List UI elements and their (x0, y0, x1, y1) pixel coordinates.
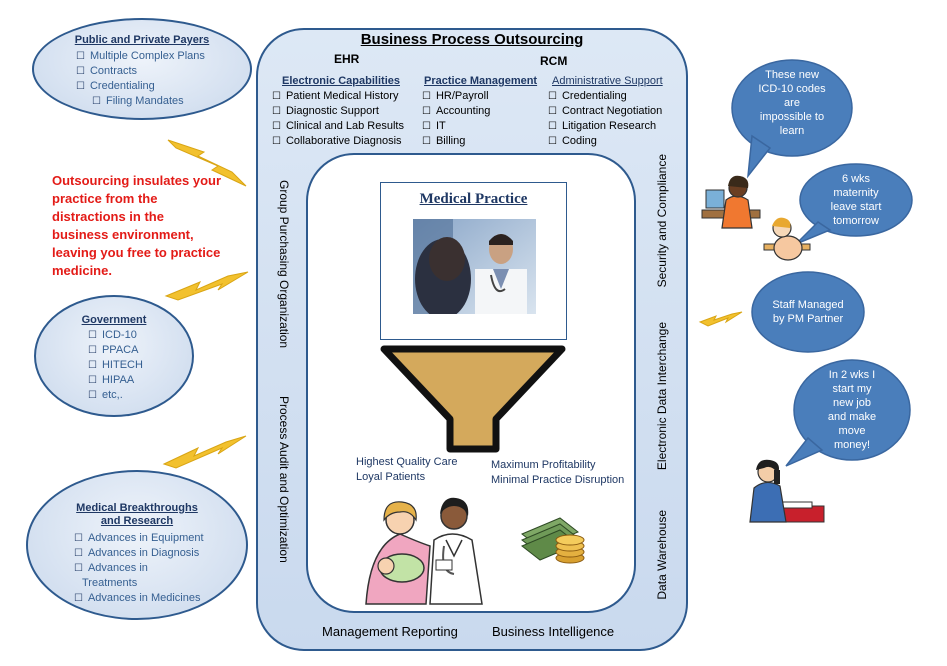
payers-list: Multiple Complex Plans Contracts Credent… (76, 49, 250, 109)
bubble-line: impossible to (759, 111, 825, 123)
as-item: Credentialing (548, 89, 662, 104)
government-item: PPACA (88, 343, 192, 358)
payers-item: Credentialing (76, 79, 250, 94)
payers-subitem: Filing Mandates (76, 94, 250, 109)
outcome-quality-care: Highest Quality Care (356, 456, 458, 468)
bubble-line: are (784, 97, 800, 109)
phone-worker-clipart (749, 459, 825, 523)
research-title-line1: Medical Breakthroughs (76, 502, 198, 514)
government-item: etc,. (88, 388, 192, 403)
research-title: Medical Breakthroughs and Research (28, 502, 246, 528)
research-list: Advances in Equipment Advances in Diagno… (74, 531, 246, 606)
government-list: ICD-10 PPACA HITECH HIPAA etc,. (88, 328, 192, 403)
pm-item: Accounting (422, 104, 490, 119)
bubble-line: tomorrow (833, 215, 879, 227)
bubble-line: money! (833, 439, 871, 451)
lightning-bolt-icon (698, 311, 743, 327)
medical-practice-title: Medical Practice (419, 191, 528, 207)
bubble-line: new job (833, 397, 871, 409)
as-item: Contract Negotiation (548, 104, 662, 119)
practice-management-title: Practice Management (424, 75, 538, 87)
payers-item: Contracts (76, 64, 250, 79)
research-item-continuation: Treatments (74, 576, 246, 591)
as-item: Litigation Research (548, 119, 662, 134)
lightning-bolt-icon (164, 271, 249, 301)
research-item: Advances in Equipment (74, 531, 246, 546)
funnel-icon (380, 345, 566, 453)
research-item: Advances in (74, 561, 246, 576)
practice-management-list: HR/Payroll Accounting IT Billing (422, 89, 490, 149)
bubble-line: ICD-10 codes (758, 83, 826, 95)
bubble-line: move (838, 425, 866, 437)
bubble-line: learn (779, 125, 805, 137)
receptionist-clipart (701, 175, 761, 229)
bubble-new-job-text: In 2 wks I start my new job and make mov… (800, 368, 904, 452)
bubble-staff-managed-text: Staff Managed by PM Partner (756, 298, 860, 326)
bubble-line: Staff Managed (772, 299, 844, 311)
bubble-line: In 2 wks I (828, 369, 876, 381)
pm-item: IT (422, 119, 490, 134)
bubble-maternity-text: 6 wks maternity leave start tomorrow (806, 172, 906, 228)
payers-cloud: Public and Private Payers Multiple Compl… (32, 18, 252, 120)
pregnant-worker-clipart (763, 217, 811, 261)
ec-item: Diagnostic Support (272, 104, 404, 119)
lightning-bolt-icon (167, 139, 247, 187)
ec-item: Patient Medical History (272, 89, 404, 104)
pm-item: HR/Payroll (422, 89, 490, 104)
insulation-callout: Outsourcing insulates your practice from… (52, 173, 222, 278)
outcomes-left: Highest Quality Care Loyal Patients (356, 455, 458, 485)
bpo-title: Business Process Outsourcing (360, 31, 584, 48)
bubble-line: and make (827, 411, 877, 423)
bubble-line: 6 wks (841, 173, 871, 185)
research-cloud: Medical Breakthroughs and Research Advan… (26, 470, 248, 620)
government-item: ICD-10 (88, 328, 192, 343)
bubble-line: leave start (830, 201, 882, 213)
rcm-label: RCM (540, 54, 568, 68)
doctor-patient-photo (413, 219, 536, 314)
speech-bubble-icon (751, 271, 865, 353)
bubble-line: by PM Partner (772, 313, 844, 325)
ec-item: Collaborative Diagnosis (272, 134, 404, 149)
speech-bubble-icon (799, 163, 913, 237)
group-purchasing-label: Group Purchasing Organization (277, 180, 291, 349)
government-title: Government (81, 314, 147, 326)
outcomes-right: Maximum Profitability Minimal Practice D… (491, 458, 624, 488)
research-title-line2: and Research (100, 515, 174, 527)
medical-practice-box: Medical Practice (380, 182, 567, 340)
ehr-label: EHR (334, 52, 360, 66)
outcome-loyal-patients: Loyal Patients (356, 471, 426, 483)
government-item: HIPAA (88, 373, 192, 388)
bubble-line: These new (765, 69, 819, 81)
electronic-capabilities-title: Electronic Capabilities (282, 75, 400, 87)
outcome-profitability: Maximum Profitability (491, 459, 596, 471)
research-item: Advances in Medicines (74, 591, 246, 606)
government-item: HITECH (88, 358, 192, 373)
pm-item: Billing (422, 134, 490, 149)
administrative-support-title: Administrative Support (552, 75, 663, 87)
lightning-bolt-icon (162, 435, 247, 469)
outcome-minimal-disruption: Minimal Practice Disruption (491, 474, 625, 486)
doctor-photo-illustration (413, 219, 536, 314)
management-reporting-label: Management Reporting (322, 624, 458, 639)
business-intelligence-label: Business Intelligence (492, 624, 615, 639)
administrative-support-list: Credentialing Contract Negotiation Litig… (548, 89, 662, 149)
speech-bubble-icon (793, 359, 911, 461)
research-item: Advances in Diagnosis (74, 546, 246, 561)
bubble-line: maternity (833, 187, 879, 199)
payers-item: Multiple Complex Plans (76, 49, 250, 64)
money-stack-icon (521, 517, 585, 564)
speech-bubble-icon (731, 59, 853, 157)
process-audit-label: Process Audit and Optimization (277, 396, 291, 563)
research-item3-cont: Treatments (82, 577, 138, 589)
mother-doctor-clipart (365, 497, 483, 605)
ec-item: Clinical and Lab Results (272, 119, 404, 134)
bubble-icd10-text: These new ICD-10 codes are impossible to… (736, 68, 848, 138)
as-item: Coding (548, 134, 662, 149)
payers-title: Public and Private Payers (74, 34, 210, 46)
electronic-capabilities-list: Patient Medical History Diagnostic Suppo… (272, 89, 404, 149)
government-cloud: Government ICD-10 PPACA HITECH HIPAA etc… (34, 295, 194, 417)
bubble-line: start my (832, 383, 872, 395)
